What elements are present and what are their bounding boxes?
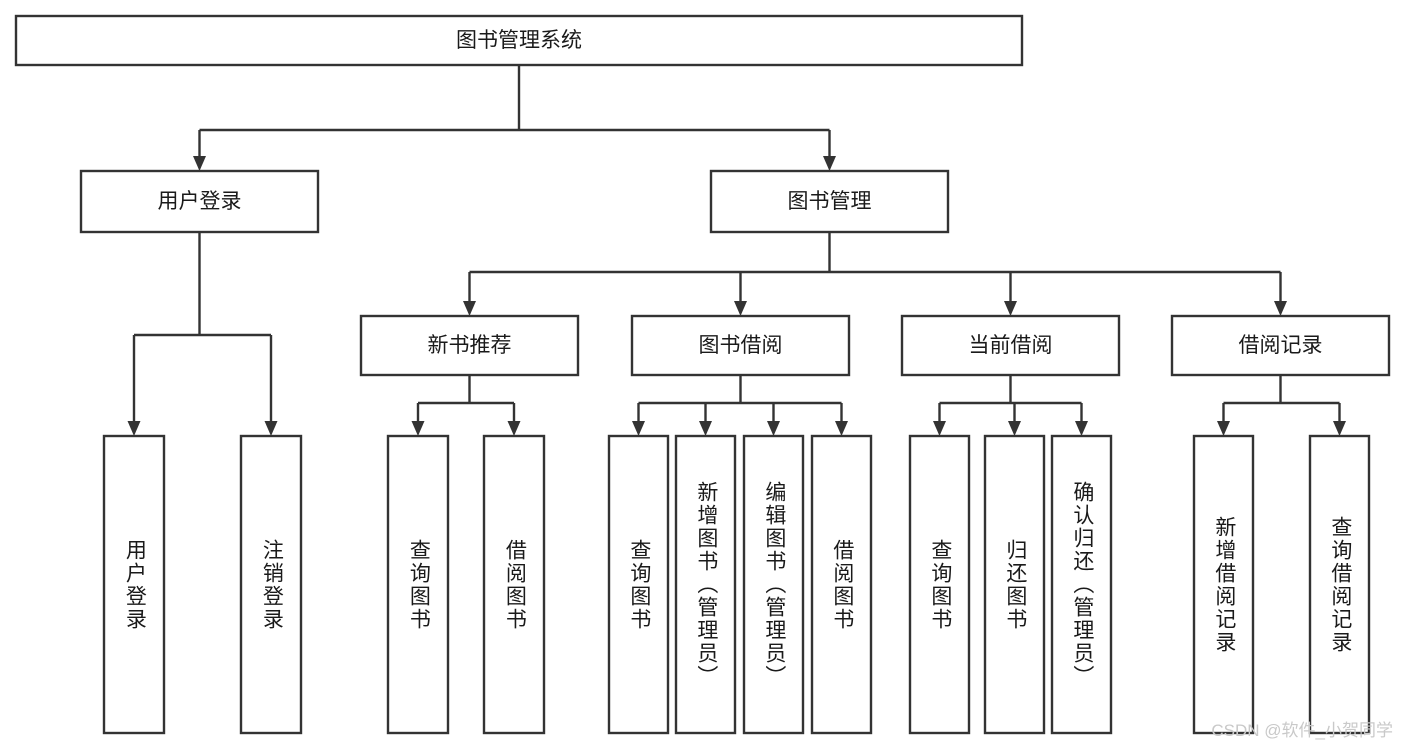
leaf-node-10-box[interactable] [983, 434, 1046, 735]
edge-book-management-to-level2-4-arrowhead [1274, 301, 1287, 316]
level2-node-3[interactable]: 当前借阅 [900, 314, 1121, 377]
edge-当前借阅-leaf-3-arrowhead [1075, 421, 1088, 436]
leaf-node-5-box[interactable] [607, 434, 670, 735]
level1-node-1[interactable]: 用户登录 [79, 169, 320, 234]
leaf-node-11-box[interactable] [1050, 434, 1113, 735]
level1-node-2-label: 图书管理 [788, 190, 872, 213]
level2-node-2-label: 图书借阅 [699, 334, 783, 357]
level2-node-2-box[interactable] [630, 314, 851, 377]
level2-node-3-box[interactable] [900, 314, 1121, 377]
level1-node-1-label: 用户登录 [158, 190, 242, 213]
leaf-node-13-box[interactable] [1308, 434, 1371, 735]
root-node-book-management-system-box[interactable] [14, 14, 1024, 67]
level2-node-2[interactable]: 图书借阅 [630, 314, 851, 377]
level1-node-2-box[interactable] [709, 169, 950, 234]
edge-book-management-to-level2-2-arrowhead [734, 301, 747, 316]
leaf-node-2-box[interactable] [239, 434, 303, 735]
edge-图书借阅-leaf-3-arrowhead [767, 421, 780, 436]
edge-图书借阅-leaf-2-arrowhead [699, 421, 712, 436]
leaf-node-12-box[interactable] [1192, 434, 1255, 735]
edge-图书借阅-leaf-1-arrowhead [632, 421, 645, 436]
root-node-book-management-system[interactable]: 图书管理系统 [14, 14, 1024, 67]
leaf-node-6-box[interactable] [674, 434, 737, 735]
leaf-node-1-box[interactable] [102, 434, 166, 735]
level2-node-1-box[interactable] [359, 314, 580, 377]
leaf-node-3-box[interactable] [386, 434, 450, 735]
level2-node-1[interactable]: 新书推荐 [359, 314, 580, 377]
leaf-node-7-box[interactable] [742, 434, 805, 735]
level2-node-3-label: 当前借阅 [969, 334, 1053, 357]
leaf-node-4-box[interactable] [482, 434, 546, 735]
edge-root-to-level1-1-arrowhead [193, 156, 206, 171]
level1-node-2[interactable]: 图书管理 [709, 169, 950, 234]
edge-借阅记录-leaf-2-arrowhead [1333, 421, 1346, 436]
edge-图书借阅-leaf-4-arrowhead [835, 421, 848, 436]
edge-用户登录-leaf-1-arrowhead [127, 421, 141, 436]
edge-新书推荐-leaf-2-arrowhead [507, 421, 521, 436]
level2-node-4-label: 借阅记录 [1239, 334, 1323, 357]
leaf-node-9-box[interactable] [908, 434, 971, 735]
edge-root-to-level1-2-arrowhead [823, 156, 836, 171]
edge-借阅记录-leaf-1-arrowhead [1217, 421, 1230, 436]
edge-用户登录-leaf-2-arrowhead [264, 421, 278, 436]
edge-当前借阅-leaf-1-arrowhead [933, 421, 946, 436]
level2-node-4-box[interactable] [1170, 314, 1391, 377]
leaf-node-8-box[interactable] [810, 434, 873, 735]
level2-node-1-label: 新书推荐 [428, 334, 512, 357]
root-node-book-management-system-label: 图书管理系统 [456, 29, 582, 52]
level2-node-4[interactable]: 借阅记录 [1170, 314, 1391, 377]
edge-当前借阅-leaf-2-arrowhead [1008, 421, 1021, 436]
watermark-text: CSDN @软件_小贺同学 [1211, 721, 1393, 740]
edge-book-management-to-level2-3-arrowhead [1004, 301, 1017, 316]
edge-新书推荐-leaf-1-arrowhead [411, 421, 425, 436]
edge-book-management-to-level2-1-arrowhead [463, 301, 476, 316]
connectors-layer [127, 65, 1346, 436]
level1-node-1-box[interactable] [79, 169, 320, 234]
